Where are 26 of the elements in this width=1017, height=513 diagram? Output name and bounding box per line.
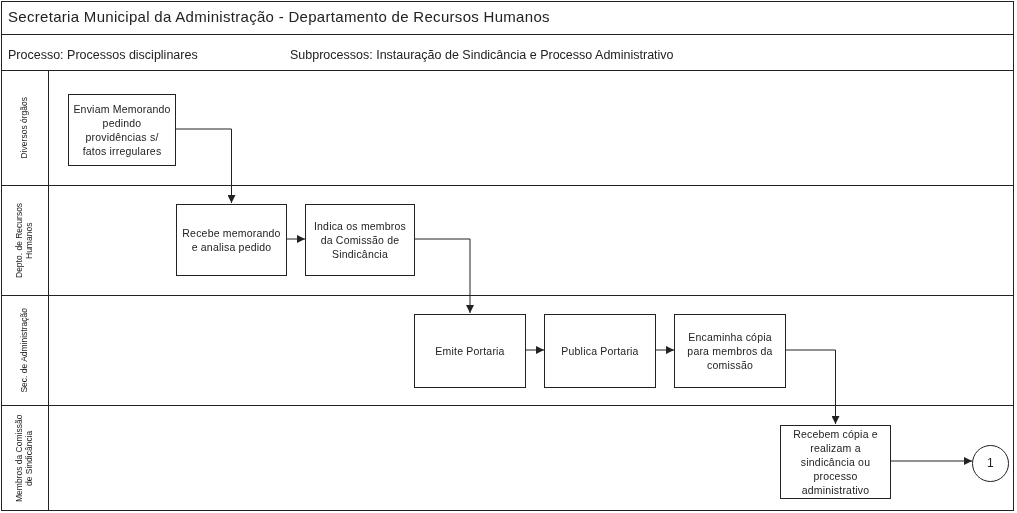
swimlane [1,185,1014,295]
lane-title: Sec. de Administração [19,308,30,393]
swimlane [1,405,1014,511]
process-box: Indica os membros da Comissão de Sindicância [305,204,415,276]
process-box: Recebem cópia e realizam a sindicância ou processo administrativo [780,425,891,499]
process-box: Publica Portaria [544,314,656,388]
arrow [175,128,236,204]
process-label: Processo: Processos disciplinares [8,48,198,62]
arrow [414,238,474,314]
process-box: Emite Portaria [414,314,526,388]
lane-title: Diversos órgãos [19,97,30,159]
lane-title: Depto. de Recursos Humanos [14,201,35,281]
lane-title: Membros da Comissão de Sindicância [14,413,35,505]
process-box: Enviam Memorando pedindo providências s/ fatos irregulares [68,94,176,166]
arrow [655,346,675,354]
diagram-title: Secretaria Municipal da Administração - Departamento de Recursos Humanos [8,8,550,25]
arrow [890,457,973,465]
process-label: Subprocessos: Instauração de Sindicância e Processo Administrativo [290,48,674,62]
arrow [785,349,840,425]
arrow [525,346,545,354]
process-box: Recebe memorando e analisa pedido [176,204,287,276]
process-box: Encaminha cópia para membros da comissão [674,314,786,388]
arrow [286,235,306,243]
swimlane [1,295,1014,405]
swimlane [1,70,1014,185]
connector-circle: 1 [972,445,1009,482]
